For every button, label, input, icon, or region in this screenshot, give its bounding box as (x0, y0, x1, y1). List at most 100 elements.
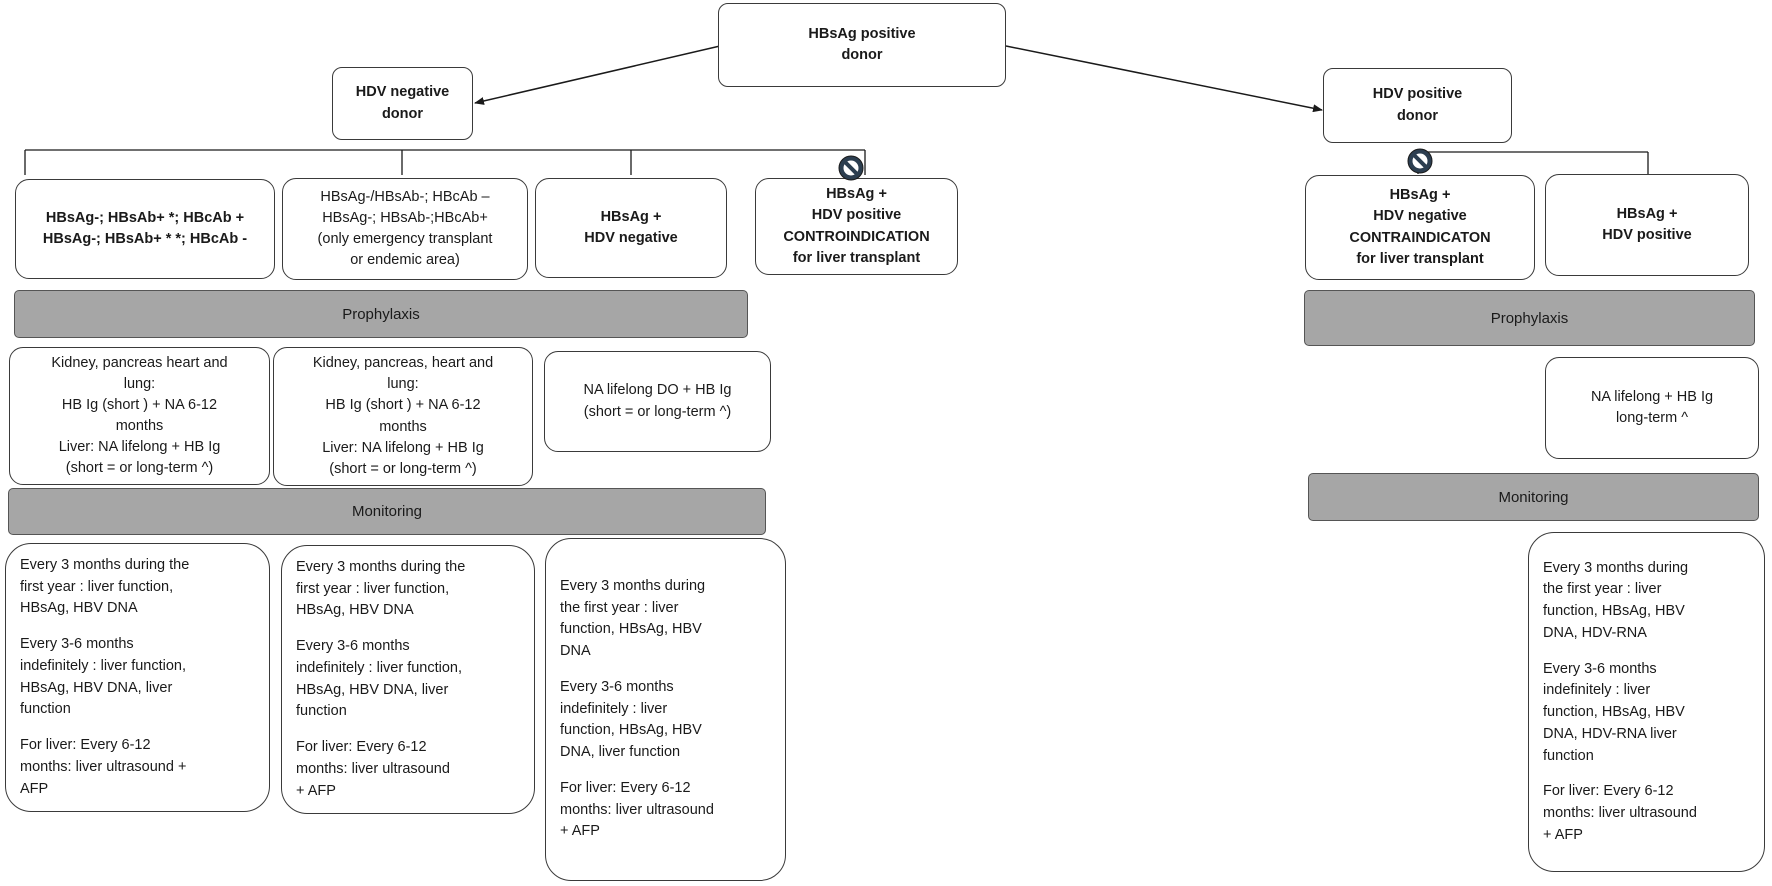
prophylaxis-1-line-6: (short = or long-term ^) (65, 460, 214, 477)
prophylaxis-2-line-3: HB Ig (short ) + NA 6-12 (325, 397, 481, 414)
monitoring-box-1: Every 3 months during the first year : l… (5, 543, 270, 812)
recipient-2-line-1: HBsAg-/HBsAb-; HBcAb – (320, 188, 490, 205)
prophylaxis-2-line-5: Liver: NA lifelong + HB Ig (322, 439, 484, 456)
recipient-contraindication-hdv-negative: HBsAg + HDV negative CONTRAINDICATON for… (1305, 175, 1535, 280)
monitoring-4-paragraph-3: For liver: Every 6-12 months: liver ultr… (1543, 781, 1754, 846)
recipient-6-line-1: HBsAg + (1616, 205, 1678, 222)
prophylaxis-4-line-2: long-term ^ (1615, 410, 1689, 426)
root-line-2: donor (841, 47, 883, 63)
monitoring-2-p1-line-1: Every 3 months during the (296, 558, 466, 575)
recipient-5-line-2: HDV negative (1373, 208, 1467, 225)
monitoring-2-p2-line-1: Every 3-6 months (296, 638, 410, 654)
monitoring-3-paragraph-2: Every 3-6 months indefinitely : liver fu… (560, 677, 775, 764)
root-line-1: HBsAg positive (808, 25, 916, 42)
monitoring-1-p3-line-3: AFP (20, 780, 49, 797)
arrow-to-hdv-positive-donor (1005, 45, 1323, 113)
prophylaxis-box-4: NA lifelong + HB Ig long-term ^ (1545, 357, 1759, 459)
monitoring-4-p2-line-4: DNA, HDV-RNA liver (1543, 725, 1677, 742)
monitoring-2-p3-line-2: months: liver ultrasound (296, 760, 450, 777)
monitoring-box-2: Every 3 months during the first year : l… (281, 545, 535, 814)
hdv-positive-donor-line-2: donor (1396, 107, 1439, 124)
prohibited-icon (838, 155, 864, 181)
monitoring-2-paragraph-3: For liver: Every 6-12 months: liver ultr… (296, 737, 524, 802)
hdv-negative-donor-line-2: donor (381, 105, 424, 122)
monitoring-3-p3-line-3: + AFP (560, 823, 600, 840)
prophylaxis-band-left: Prophylaxis (14, 290, 748, 338)
monitoring-2-p2-line-2: indefinitely : liver function, (296, 659, 463, 676)
monitoring-4-p2-line-3: function, HBsAg, HBV (1543, 704, 1685, 720)
monitoring-3-p1-line-2: the first year : liver (560, 599, 679, 616)
monitoring-band-right: Monitoring (1308, 473, 1759, 521)
monitoring-3-p2-line-4: DNA, liver function (560, 744, 681, 761)
monitoring-2-p1-line-3: HBsAg, HBV DNA (296, 602, 414, 619)
prophylaxis-2-line-2: lung: (387, 376, 419, 393)
monitoring-4-p3-line-3: + AFP (1543, 826, 1583, 843)
prophylaxis-band-right: Prophylaxis (1304, 290, 1755, 346)
monitoring-4-p3-line-2: months: liver ultrasound (1543, 805, 1697, 821)
prophylaxis-3-line-1: NA lifelong DO + HB Ig (583, 382, 732, 399)
prophylaxis-4-line-1: NA lifelong + HB Ig (1590, 388, 1714, 405)
monitoring-1-p3-line-2: months: liver ultrasound + (20, 758, 187, 775)
prophylaxis-1-line-3: HB Ig (short ) + NA 6-12 (61, 396, 218, 413)
monitoring-4-paragraph-1: Every 3 months during the first year : l… (1543, 558, 1754, 645)
monitoring-3-p3-line-1: For liver: Every 6-12 (560, 779, 691, 796)
monitoring-4-p2-line-1: Every 3-6 months (1543, 660, 1657, 677)
monitoring-4-p3-line-1: For liver: Every 6-12 (1543, 783, 1674, 800)
monitoring-4-p1-line-1: Every 3 months during (1543, 559, 1689, 576)
monitoring-1-p1-line-2: first year : liver function, (20, 578, 174, 595)
hdv-positive-donor-line-1: HDV positive (1372, 86, 1463, 103)
monitoring-3-paragraph-3: For liver: Every 6-12 months: liver ultr… (560, 778, 775, 843)
recipient-2-line-4: or endemic area) (350, 252, 460, 269)
prophylaxis-box-2: Kidney, pancreas, heart and lung: HB Ig … (273, 347, 533, 486)
monitoring-1-paragraph-3: For liver: Every 6-12 months: liver ultr… (20, 735, 259, 800)
recipient-4-line-3: CONTROINDICATION (783, 228, 930, 245)
monitoring-3-p2-line-1: Every 3-6 months (560, 678, 674, 695)
monitoring-2-paragraph-2: Every 3-6 months indefinitely : liver fu… (296, 636, 524, 723)
recipient-4-line-1: HBsAg + (826, 186, 887, 203)
monitoring-1-p2-line-3: HBsAg, HBV DNA, liver (20, 679, 173, 696)
hdv-negative-donor-line-1: HDV negative (355, 84, 450, 101)
monitoring-2-p2-line-4: function (296, 703, 347, 720)
recipient-anti-hbs-positive: HBsAg-; HBsAb+ *; HBcAb + HBsAg-; HBsAb+… (15, 179, 275, 279)
recipient-3-line-1: HBsAg + (600, 208, 662, 225)
arrow-to-hdv-negative-donor (474, 45, 721, 105)
monitoring-4-p1-line-3: function, HBsAg, HBV (1543, 603, 1685, 619)
monitoring-4-p1-line-4: DNA, HDV-RNA (1543, 624, 1647, 641)
monitoring-2-paragraph-1: Every 3 months during the first year : l… (296, 557, 524, 622)
recipient-3-line-2: HDV negative (584, 230, 678, 246)
recipient-hbsag-positive-hdv-negative: HBsAg + HDV negative (535, 178, 727, 278)
monitoring-3-p3-line-2: months: liver ultrasound (560, 801, 714, 818)
monitoring-1-p2-line-1: Every 3-6 months (20, 636, 134, 652)
monitoring-1-p1-line-1: Every 3 months during the (20, 556, 190, 573)
monitoring-1-p2-line-2: indefinitely : liver function, (20, 657, 187, 674)
monitoring-4-paragraph-2: Every 3-6 months indefinitely : liver fu… (1543, 659, 1754, 768)
recipient-4-line-4: for liver transplant (792, 249, 921, 266)
recipient-5-line-3: CONTRAINDICATON (1349, 229, 1491, 246)
monitoring-1-p2-line-4: function (20, 701, 71, 718)
monitoring-1-paragraph-2: Every 3-6 months indefinitely : liver fu… (20, 634, 259, 721)
prophylaxis-1-line-4: months (115, 418, 164, 434)
monitoring-3-p2-line-3: function, HBsAg, HBV (560, 722, 702, 739)
monitoring-2-p2-line-3: HBsAg, HBV DNA, liver (296, 681, 449, 698)
prophylaxis-2-line-4: months (379, 418, 427, 435)
hdv-positive-donor: HDV positive donor (1323, 68, 1512, 143)
monitoring-1-p1-line-3: HBsAg, HBV DNA (20, 600, 138, 617)
monitoring-1-p3-line-1: For liver: Every 6-12 (20, 737, 151, 753)
prophylaxis-box-3: NA lifelong DO + HB Ig (short = or long-… (544, 351, 771, 452)
monitoring-4-p2-line-2: indefinitely : liver (1543, 682, 1651, 699)
recipient-1-line-1: HBsAg-; HBsAb+ *; HBcAb + (45, 209, 245, 226)
prohibited-icon (1407, 148, 1433, 174)
prophylaxis-2-line-1: Kidney, pancreas, heart and (312, 355, 494, 372)
monitoring-2-p1-line-2: first year : liver function, (296, 580, 450, 597)
recipient-1-line-2: HBsAg-; HBsAb+ * *; HBcAb - (42, 231, 248, 247)
recipient-4-line-2: HDV positive (811, 207, 902, 224)
monitoring-2-p3-line-1: For liver: Every 6-12 (296, 739, 427, 755)
recipient-5-line-4: for liver transplant (1356, 250, 1484, 267)
monitoring-2-p3-line-3: + AFP (296, 782, 336, 799)
recipient-emergency-endemic: HBsAg-/HBsAb-; HBcAb – HBsAg-; HBsAb-;HB… (282, 178, 528, 280)
prophylaxis-1-line-2: lung: (123, 375, 156, 392)
prophylaxis-1-line-1: Kidney, pancreas heart and (51, 354, 228, 371)
monitoring-box-3: Every 3 months during the first year : l… (545, 538, 786, 881)
recipient-5-line-1: HBsAg + (1389, 187, 1451, 204)
